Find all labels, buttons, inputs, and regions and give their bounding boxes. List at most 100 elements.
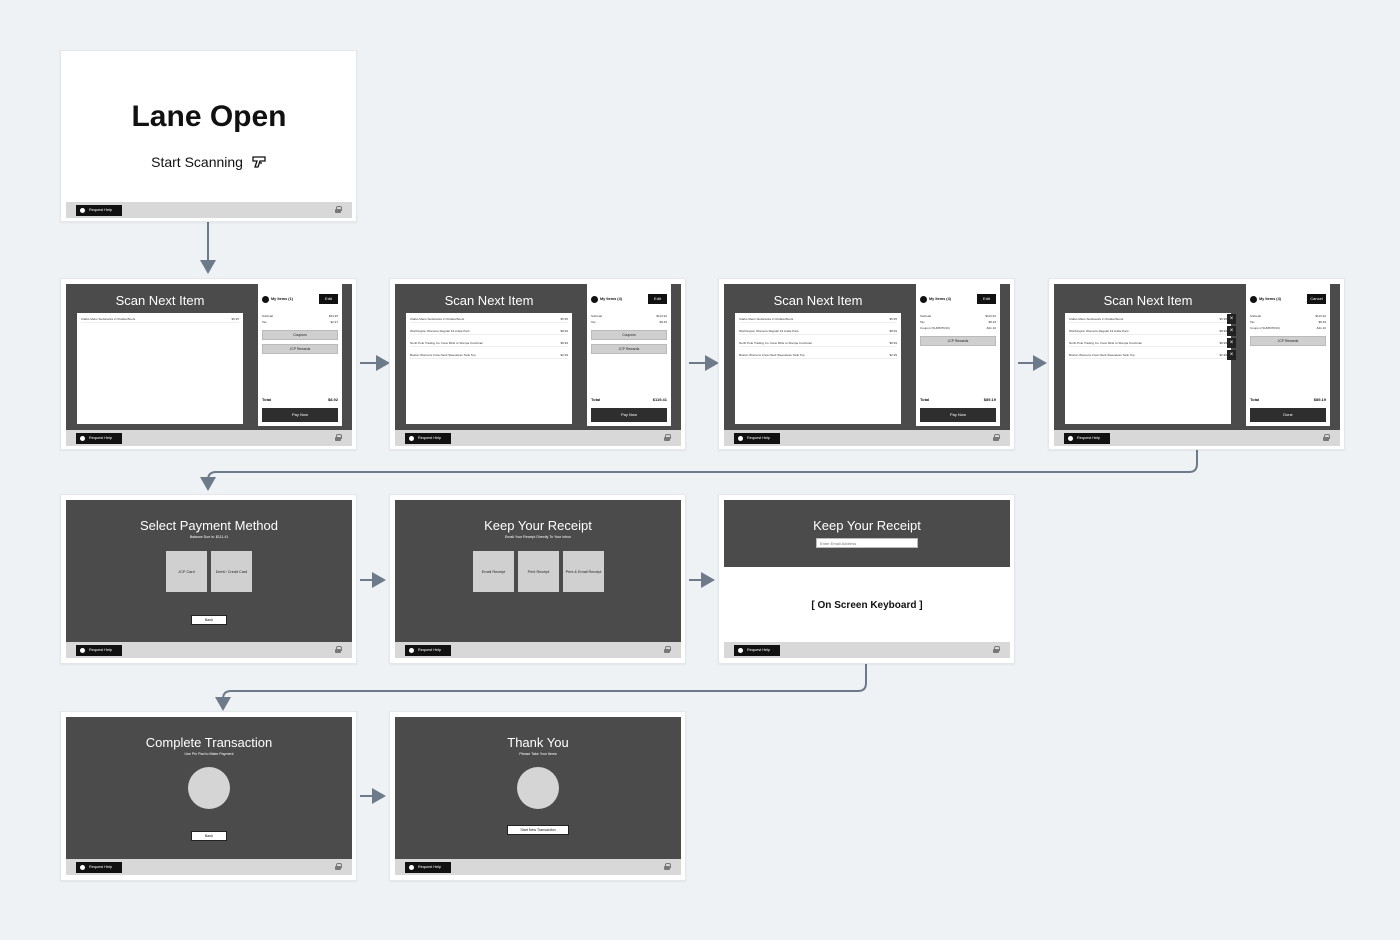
list-item[interactable]: Clarks Mens Sudwrecks 2 Chukka Boots$5.9…: [81, 316, 239, 323]
my-items-header: My Items (4): [920, 296, 951, 303]
total-label: Total: [591, 397, 601, 402]
rewards-button[interactable]: JCP Rewards: [920, 336, 996, 346]
edit-button[interactable]: Edit: [648, 294, 667, 304]
summary-row: Tax$8.49: [1250, 320, 1326, 325]
summary-label: Subtotal: [920, 314, 932, 318]
barcode-scanner-icon: [251, 154, 267, 173]
rewards-button[interactable]: JCP Rewards: [1250, 336, 1326, 346]
debit-credit-option[interactable]: Debit / Credit Card: [211, 551, 252, 592]
payment-title: Select Payment Method: [139, 518, 279, 533]
coupons-button[interactable]: Coupons: [591, 330, 667, 340]
summary-row: Subtotal$110.92: [591, 314, 667, 319]
bottom-bar: Request Help: [66, 642, 352, 658]
item-name: Boston Womens Crew Neck Sleeveless Tank …: [739, 353, 805, 357]
edit-button[interactable]: Edit: [319, 294, 338, 304]
my-items-header: My Items (1): [262, 296, 293, 303]
summary-label: Tax: [262, 320, 267, 324]
start-new-transaction-button[interactable]: Start New Transaction: [507, 825, 569, 835]
item-price: $8.99: [889, 341, 897, 345]
request-help-button[interactable]: Request Help: [1064, 433, 1110, 444]
list-item[interactable]: Boston Womens Crew Neck Sleeveless Tank …: [410, 352, 568, 359]
request-help-button[interactable]: Request Help: [76, 645, 122, 656]
remove-item-icon[interactable]: ×: [1227, 350, 1236, 360]
list-item[interactable]: Clarks Mens Sudwrecks 2 Chukka Boots$5.9…: [410, 316, 568, 323]
summary-value: $110.92: [985, 314, 996, 318]
summary-value: $110.92: [656, 314, 667, 318]
print-email-receipt-option[interactable]: Print & Email Receipt: [563, 551, 604, 592]
request-help-button[interactable]: Request Help: [76, 205, 122, 216]
request-help-button[interactable]: Request Help: [76, 862, 122, 873]
scan-title: Scan Next Item: [115, 293, 205, 308]
total-row: Total$8.92: [262, 397, 338, 403]
rewards-button[interactable]: JCP Rewards: [591, 344, 667, 354]
help-dot-icon: [80, 865, 85, 870]
thank-you-title: Thank You: [507, 735, 569, 750]
list-item[interactable]: North Pole Trading Co. Faux Mink to Sher…: [1069, 338, 1236, 348]
summary-value: $8.49: [988, 320, 996, 324]
list-item[interactable]: Worthington Womens Regular Fit Ankle Pan…: [739, 328, 897, 335]
back-button[interactable]: Back: [191, 615, 227, 625]
start-scanning-label: Start Scanning: [151, 154, 243, 171]
request-help-button[interactable]: Request Help: [405, 645, 451, 656]
pay-now-button[interactable]: Pay Now: [920, 408, 996, 422]
rewards-button[interactable]: JCP Rewards: [262, 344, 338, 354]
on-screen-keyboard[interactable]: [ On Screen Keyboard ]: [811, 600, 923, 611]
list-item[interactable]: North Pole Trading Co. Faux Mink to Sher…: [739, 340, 897, 347]
request-help-button[interactable]: Request Help: [405, 433, 451, 444]
list-item[interactable]: Clarks Mens Sudwrecks 2 Chukka Boots$5.9…: [1069, 314, 1236, 324]
lock-icon[interactable]: [334, 862, 342, 871]
right-edge: [1002, 284, 1010, 426]
list-item[interactable]: Worthington Womens Regular Fit Ankle Pan…: [410, 328, 568, 335]
lock-icon[interactable]: [992, 433, 1000, 442]
lock-icon[interactable]: [663, 433, 671, 442]
pay-now-button[interactable]: Pay Now: [262, 408, 338, 422]
cancel-button[interactable]: Cancel: [1307, 294, 1326, 304]
receipt-frame: Keep Your Receipt Email Your Receipt Dir…: [389, 494, 686, 664]
lock-icon[interactable]: [1322, 433, 1330, 442]
request-help-label: Request Help: [418, 865, 442, 869]
jcp-card-option[interactable]: JCP Card: [166, 551, 207, 592]
help-dot-icon: [409, 648, 414, 653]
email-receipt-option[interactable]: Email Receipt: [473, 551, 514, 592]
done-button[interactable]: Done: [1250, 408, 1326, 422]
lock-icon[interactable]: [663, 862, 671, 871]
list-item[interactable]: Worthington Womens Regular Fit Ankle Pan…: [1069, 326, 1236, 336]
request-help-button[interactable]: Request Help: [734, 433, 780, 444]
my-items-header: My Items (4): [591, 296, 622, 303]
total-row: Total$119.41: [591, 397, 667, 403]
remove-item-icon[interactable]: ×: [1227, 314, 1236, 324]
item-price: $8.99: [1219, 329, 1227, 333]
edit-button[interactable]: Edit: [977, 294, 996, 304]
scanned-items-list: Clarks Mens Sudwrecks 2 Chukka Boots$5.9…: [1065, 313, 1236, 424]
item-name: Worthington Womens Regular Fit Ankle Pan…: [410, 329, 470, 333]
items-indicator: [517, 767, 559, 809]
lock-icon[interactable]: [334, 433, 342, 442]
lock-icon[interactable]: [992, 645, 1000, 654]
email-input[interactable]: [816, 538, 918, 548]
request-help-button[interactable]: Request Help: [76, 433, 122, 444]
summary-value: $34.95: [328, 314, 338, 318]
request-help-button[interactable]: Request Help: [405, 862, 451, 873]
thank-you-subtitle: Please Take Your Items: [519, 752, 557, 756]
lock-icon[interactable]: [334, 205, 342, 214]
lock-icon[interactable]: [334, 645, 342, 654]
bottom-bar: Request Help: [395, 642, 681, 658]
pay-now-button[interactable]: Pay Now: [591, 408, 667, 422]
request-help-label: Request Help: [418, 648, 442, 652]
request-help-button[interactable]: Request Help: [734, 645, 780, 656]
coupons-button[interactable]: Coupons: [262, 330, 338, 340]
list-item[interactable]: Clarks Mens Sudwrecks 2 Chukka Boots$5.9…: [739, 316, 897, 323]
list-item[interactable]: Boston Womens Crew Neck Sleeveless Tank …: [1069, 350, 1236, 360]
list-item[interactable]: North Pole Trading Co. Faux Mink to Sher…: [410, 340, 568, 347]
back-button[interactable]: Back: [191, 831, 227, 841]
print-receipt-option[interactable]: Print Receipt: [518, 551, 559, 592]
remove-item-icon[interactable]: ×: [1227, 338, 1236, 348]
list-item[interactable]: Boston Womens Crew Neck Sleeveless Tank …: [739, 352, 897, 359]
remove-item-icon[interactable]: ×: [1227, 326, 1236, 336]
lock-icon[interactable]: [663, 645, 671, 654]
